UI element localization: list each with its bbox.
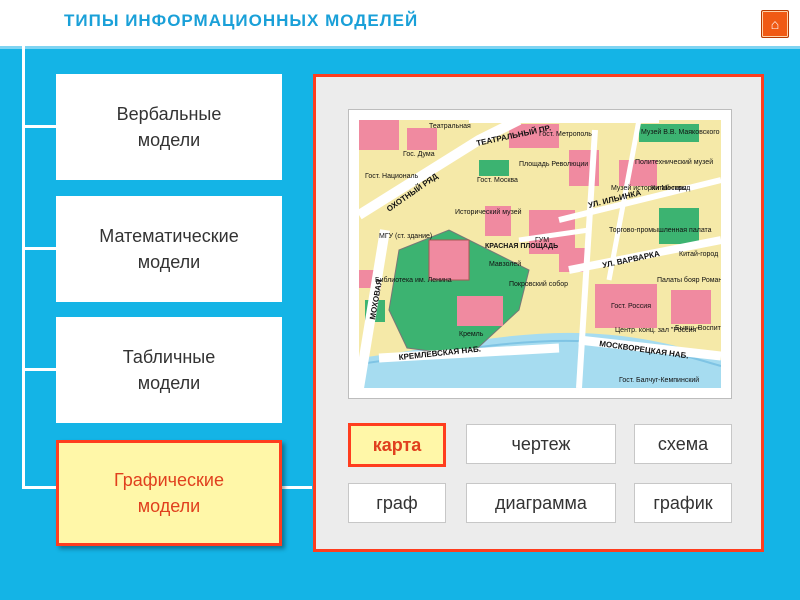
svg-text:Китай-город: Китай-город bbox=[679, 250, 718, 258]
type-card-label: схема bbox=[657, 433, 709, 454]
svg-text:Центр. конц. зал "Россия": Центр. конц. зал "Россия" bbox=[615, 327, 699, 334]
type-card-label: чертеж bbox=[511, 433, 571, 454]
svg-text:Исторический музей: Исторический музей bbox=[455, 208, 522, 216]
svg-text:Библиотека им. Ленина: Библиотека им. Ленина bbox=[375, 276, 452, 284]
type-card-label: график bbox=[653, 492, 713, 513]
home-icon: ⌂ bbox=[770, 16, 780, 32]
svg-text:Гост. Балчуг-Кемпинский: Гост. Балчуг-Кемпинский bbox=[619, 376, 699, 384]
type-card-drawing[interactable]: чертеж bbox=[466, 424, 616, 464]
tree-connector bbox=[22, 368, 56, 371]
model-card-table[interactable]: Табличные модели bbox=[56, 317, 282, 423]
city-map: ОХОТНЫЙ РЯД ТЕАТРАЛЬНЫЙ ПР. МОХОВАЯ КРЕМ… bbox=[348, 109, 732, 399]
divider-stripe bbox=[0, 46, 800, 49]
svg-text:Покровский собор: Покровский собор bbox=[509, 280, 568, 288]
model-card-label: Табличные модели bbox=[122, 347, 216, 393]
type-card-diagram[interactable]: диаграмма bbox=[466, 483, 616, 523]
svg-text:Китай-город: Китай-город bbox=[651, 184, 690, 192]
model-card-verbal[interactable]: Вербальные модели bbox=[56, 74, 282, 180]
svg-text:Музей истории Москвы: Музей истории Москвы bbox=[611, 184, 687, 192]
svg-text:Палаты бояр Романовых: Палаты бояр Романовых bbox=[657, 276, 721, 284]
svg-text:Бывш. Воспитательный дом: Бывш. Воспитательный дом bbox=[675, 324, 721, 332]
type-card-plot[interactable]: график bbox=[634, 483, 732, 523]
type-card-label: карта bbox=[372, 434, 422, 455]
type-card-map[interactable]: карта bbox=[348, 423, 446, 467]
model-card-math[interactable]: Математические модели bbox=[56, 196, 282, 302]
svg-text:Гос. Дума: Гос. Дума bbox=[403, 151, 435, 158]
svg-text:Политехнический музей: Политехнический музей bbox=[635, 158, 713, 166]
svg-text:ГУМ: ГУМ bbox=[535, 237, 549, 244]
type-card-scheme[interactable]: схема bbox=[634, 424, 732, 464]
svg-text:Торгово-промышленная палата: Торгово-промышленная палата bbox=[609, 227, 712, 234]
svg-text:Театральная: Театральная bbox=[429, 123, 471, 130]
svg-text:Гост. Националь: Гост. Националь bbox=[365, 173, 419, 180]
svg-text:Гост. Метрополь: Гост. Метрополь bbox=[539, 131, 592, 138]
page-title: ТИПЫ ИНФОРМАЦИОННЫХ МОДЕЛЕЙ bbox=[64, 11, 419, 30]
type-card-label: диаграмма bbox=[495, 492, 587, 513]
map-image: ОХОТНЫЙ РЯД ТЕАТРАЛЬНЫЙ ПР. МОХОВАЯ КРЕМ… bbox=[359, 120, 721, 388]
home-button[interactable]: ⌂ bbox=[761, 10, 789, 38]
tree-connector bbox=[22, 125, 56, 128]
svg-text:КРАСНАЯ ПЛОЩАДЬ: КРАСНАЯ ПЛОЩАДЬ bbox=[485, 243, 558, 250]
svg-text:МГУ (ст. здание): МГУ (ст. здание) bbox=[379, 233, 432, 240]
model-card-label: Математические модели bbox=[99, 226, 239, 272]
svg-text:Мавзолей: Мавзолей bbox=[489, 260, 521, 268]
svg-text:Гост. Россия: Гост. Россия bbox=[611, 303, 651, 310]
tree-connector bbox=[22, 247, 56, 250]
model-card-graphic[interactable]: Графические модели bbox=[56, 440, 282, 546]
model-card-label: Графические модели bbox=[114, 470, 224, 516]
svg-text:Музей В.В. Маяковского: Музей В.В. Маяковского bbox=[641, 128, 720, 136]
graphic-models-panel: ОХОТНЫЙ РЯД ТЕАТРАЛЬНЫЙ ПР. МОХОВАЯ КРЕМ… bbox=[313, 74, 764, 552]
svg-text:Кремль: Кремль bbox=[459, 331, 484, 338]
header-bar: ТИПЫ ИНФОРМАЦИОННЫХ МОДЕЛЕЙ ⌂ bbox=[0, 0, 800, 46]
type-card-label: граф bbox=[376, 492, 418, 513]
svg-text:Площадь Революции: Площадь Революции bbox=[519, 161, 588, 168]
tree-line bbox=[22, 46, 25, 486]
type-card-graph[interactable]: граф bbox=[348, 483, 446, 523]
model-card-label: Вербальные модели bbox=[116, 104, 222, 150]
svg-text:Гост. Москва: Гост. Москва bbox=[477, 177, 518, 184]
